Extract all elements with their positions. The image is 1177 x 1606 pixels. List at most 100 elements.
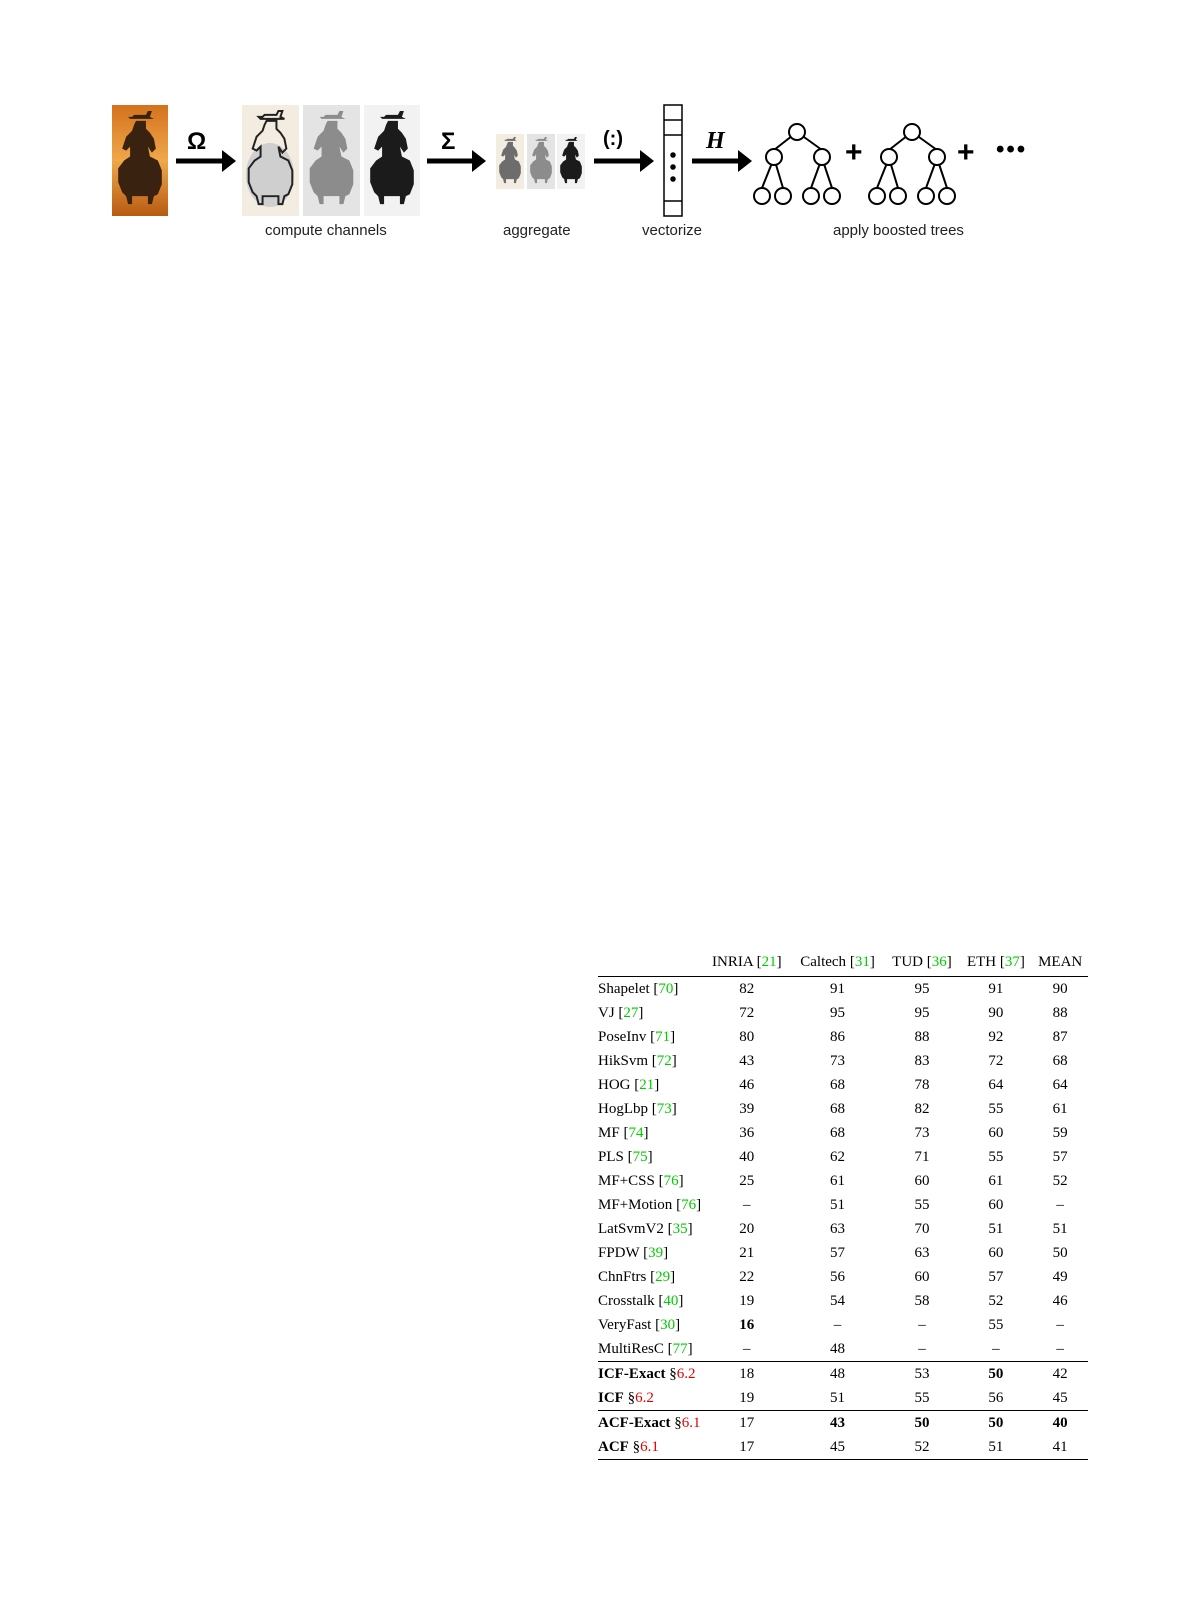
- plus-sign-2: +: [957, 136, 975, 169]
- citation-link[interactable]: 31: [854, 954, 870, 970]
- citation-link[interactable]: 21: [761, 954, 777, 970]
- citation-link[interactable]: 70: [658, 980, 674, 997]
- value-cell: 80: [739, 1028, 755, 1045]
- citation-link[interactable]: 77: [672, 1340, 688, 1357]
- value-cell: 73: [830, 1052, 846, 1069]
- citation-link[interactable]: 27: [623, 1004, 639, 1021]
- vectorize-arrow: [594, 150, 654, 172]
- value-cell: 50: [884, 1410, 960, 1435]
- value-cell: 51: [830, 1389, 846, 1406]
- value-cell: 18: [703, 1361, 791, 1386]
- method-cell: VJ [27]: [598, 1004, 644, 1021]
- value-cell: 51: [959, 1435, 1033, 1460]
- value-cell: 17: [703, 1410, 791, 1435]
- omega-symbol: Ω: [187, 128, 207, 155]
- citation-link[interactable]: 76: [663, 1172, 679, 1189]
- value-cell: –: [992, 1340, 1000, 1357]
- citation-link[interactable]: 73: [656, 1100, 672, 1117]
- citation-link[interactable]: 72: [656, 1052, 672, 1069]
- value-cell: 40: [1032, 1410, 1088, 1435]
- value-cell: 56: [988, 1389, 1004, 1406]
- citation-link[interactable]: 76: [681, 1196, 697, 1213]
- method-cell: PoseInv [71]: [598, 1028, 676, 1045]
- boosted-tree-2: [868, 123, 956, 205]
- citation-link[interactable]: 74: [628, 1124, 644, 1141]
- value-cell: 58: [914, 1292, 930, 1309]
- value-cell: 68: [1052, 1052, 1068, 1069]
- value-cell: 63: [914, 1244, 930, 1261]
- method-name: MultiResC: [598, 1340, 664, 1357]
- boosted-tree-1: [753, 123, 841, 205]
- citation-link[interactable]: 39: [648, 1244, 664, 1261]
- value-cell: 20: [739, 1220, 755, 1237]
- value-cell: 52: [884, 1435, 960, 1460]
- section-link[interactable]: 6.2: [676, 1365, 696, 1382]
- section-link[interactable]: 6.1: [640, 1438, 659, 1455]
- citation-link[interactable]: 40: [663, 1292, 679, 1309]
- h-arrow: [692, 150, 752, 172]
- method-cell: ACF-Exact §6.1: [598, 1410, 703, 1435]
- citation-link[interactable]: 30: [660, 1316, 676, 1333]
- value-cell: 53: [884, 1361, 960, 1386]
- value-cell: 88: [914, 1028, 930, 1045]
- citation-link[interactable]: 37: [1004, 954, 1020, 970]
- header-inria: INRIA [21]: [703, 952, 791, 977]
- channel-images: [242, 105, 420, 216]
- value-cell: –: [743, 1196, 751, 1213]
- method-cell: MF [74]: [598, 1124, 649, 1141]
- value-cell: 73: [914, 1124, 930, 1141]
- citation-link[interactable]: 21: [639, 1076, 655, 1093]
- citation-link[interactable]: 71: [655, 1028, 671, 1045]
- value-cell: 68: [830, 1076, 846, 1093]
- value-cell: 90: [1052, 980, 1068, 997]
- value-cell: 39: [739, 1100, 755, 1117]
- header-label: Caltech: [800, 954, 847, 970]
- value-cell: 87: [1052, 1028, 1068, 1045]
- value-cell: 64: [1052, 1076, 1068, 1093]
- value-cell: 72: [739, 1004, 755, 1021]
- section-link[interactable]: 6.1: [681, 1414, 701, 1431]
- value-cell: –: [1056, 1196, 1064, 1213]
- value-cell: 92: [988, 1028, 1004, 1045]
- method-cell: MultiResC [77]: [598, 1340, 693, 1357]
- citation-link[interactable]: 75: [632, 1148, 648, 1165]
- value-cell: 56: [830, 1268, 846, 1285]
- value-cell: 46: [1052, 1292, 1068, 1309]
- method-name: HogLbp: [598, 1100, 648, 1117]
- method-name: LatSvmV2: [598, 1220, 664, 1237]
- citation-link[interactable]: 29: [655, 1268, 671, 1285]
- method-cell: Shapelet [70]: [598, 980, 679, 997]
- value-cell: 57: [1052, 1148, 1068, 1165]
- method-cell: MF+Motion [76]: [598, 1196, 702, 1213]
- value-cell: 50: [959, 1361, 1033, 1386]
- value-cell: 51: [1052, 1220, 1068, 1237]
- method-name: FPDW: [598, 1244, 640, 1261]
- value-cell: 43: [739, 1052, 755, 1069]
- sigma-symbol: Σ: [441, 128, 456, 155]
- value-cell: –: [1056, 1340, 1064, 1357]
- method-cell: MF+CSS [76]: [598, 1172, 684, 1189]
- value-cell: 19: [739, 1389, 755, 1406]
- header-label: ETH: [966, 954, 997, 970]
- table-row: VeryFast [30]16––55–: [598, 1313, 1088, 1337]
- value-cell: 60: [988, 1244, 1004, 1261]
- method-cell: HikSvm [72]: [598, 1052, 677, 1069]
- citation-link[interactable]: 35: [672, 1220, 688, 1237]
- value-cell: 46: [739, 1076, 755, 1093]
- citation-link[interactable]: 36: [931, 954, 947, 970]
- value-cell: 62: [830, 1148, 846, 1165]
- results-table: INRIA [21]Caltech [31]TUD [36]ETH [37]ME…: [598, 952, 1088, 1460]
- value-cell: –: [743, 1340, 751, 1357]
- section-link[interactable]: 6.2: [635, 1389, 654, 1406]
- header-tud: TUD [36]: [884, 952, 960, 977]
- method-cell: FPDW [39]: [598, 1244, 669, 1261]
- value-cell: 21: [739, 1244, 755, 1261]
